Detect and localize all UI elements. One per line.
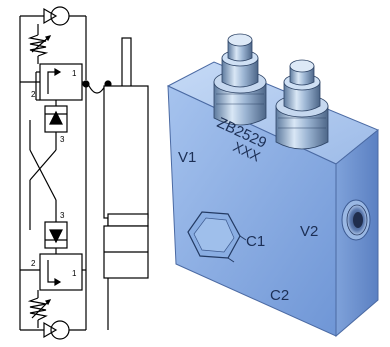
top-port-3-label: 3 bbox=[60, 135, 65, 144]
valve-block: ZB2529 XXX V1 C1 V2 C2 bbox=[166, 33, 379, 338]
bottom-port-1-label: 1 bbox=[72, 269, 77, 278]
top-check-symbol bbox=[20, 6, 86, 26]
right-cartridge bbox=[275, 59, 329, 150]
port-c1-label: C1 bbox=[246, 233, 265, 250]
port-v2-label: V2 bbox=[300, 223, 318, 240]
v2-port bbox=[341, 199, 371, 241]
bottom-port-3-label: 3 bbox=[60, 211, 65, 220]
top-port-1-label: 1 bbox=[72, 69, 77, 78]
bottom-spring-symbol bbox=[27, 290, 52, 328]
top-relief-valve bbox=[19, 16, 86, 200]
left-cartridge bbox=[213, 33, 267, 126]
bottom-check-valve bbox=[44, 221, 68, 254]
bottom-check-symbol bbox=[20, 320, 86, 340]
port-c2-label: C2 bbox=[270, 287, 289, 304]
crossover-lines bbox=[29, 120, 57, 230]
hydraulic-schematic: 1 2 3 3 2 1 bbox=[19, 6, 149, 340]
top-check-valve bbox=[44, 100, 68, 150]
bottom-relief-valve bbox=[19, 200, 86, 330]
bottom-port-2-label: 2 bbox=[31, 259, 36, 268]
top-port-2-label: 2 bbox=[31, 90, 36, 99]
hydraulic-cylinder bbox=[103, 37, 149, 279]
top-spring-symbol bbox=[27, 24, 52, 64]
port-v1-label: V1 bbox=[178, 149, 196, 166]
c1-hex-plug bbox=[187, 211, 247, 263]
